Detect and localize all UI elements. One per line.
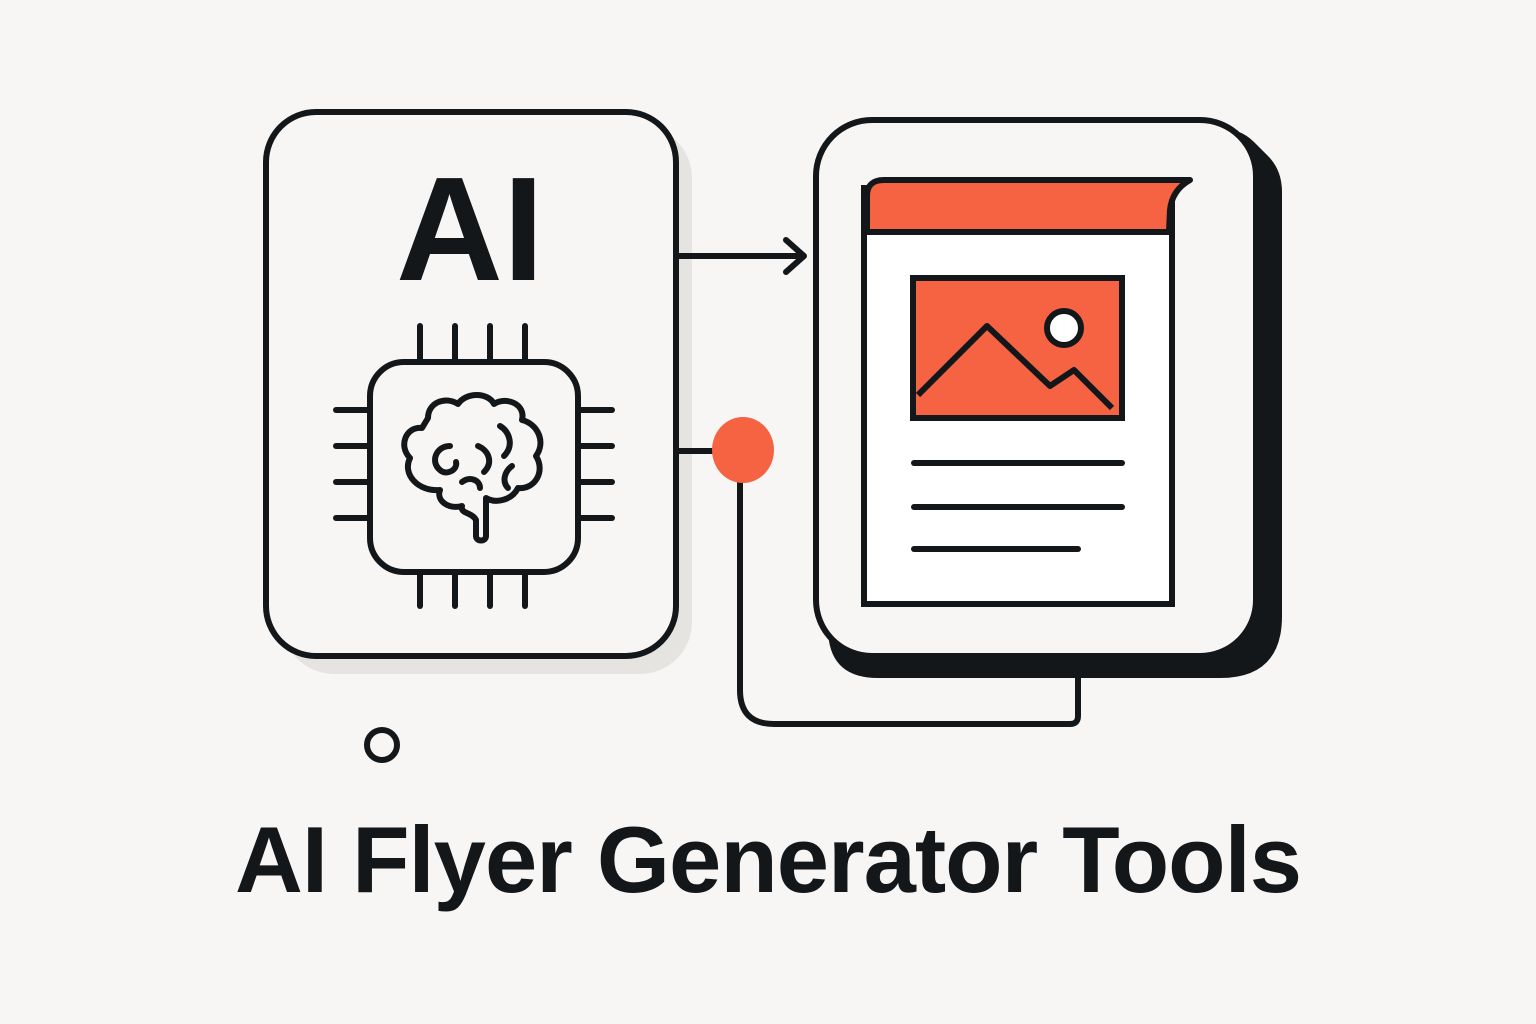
arrow-connector: [675, 237, 807, 275]
flyer-document-icon: [861, 177, 1193, 607]
image-placeholder-icon: [910, 275, 1125, 421]
brain-icon: [401, 392, 544, 544]
page-title: AI Flyer Generator Tools: [235, 807, 1302, 912]
ai-card-label: AI: [396, 147, 544, 312]
ai-card: AI: [263, 109, 679, 659]
flyer-text-lines: [911, 460, 1125, 552]
dot-connector: [675, 448, 1081, 727]
cpu-chip-icon: [333, 323, 615, 609]
flyer-header-band: [864, 177, 1193, 235]
orange-node-dot: [712, 417, 774, 483]
decorative-ring-icon: [364, 727, 400, 763]
